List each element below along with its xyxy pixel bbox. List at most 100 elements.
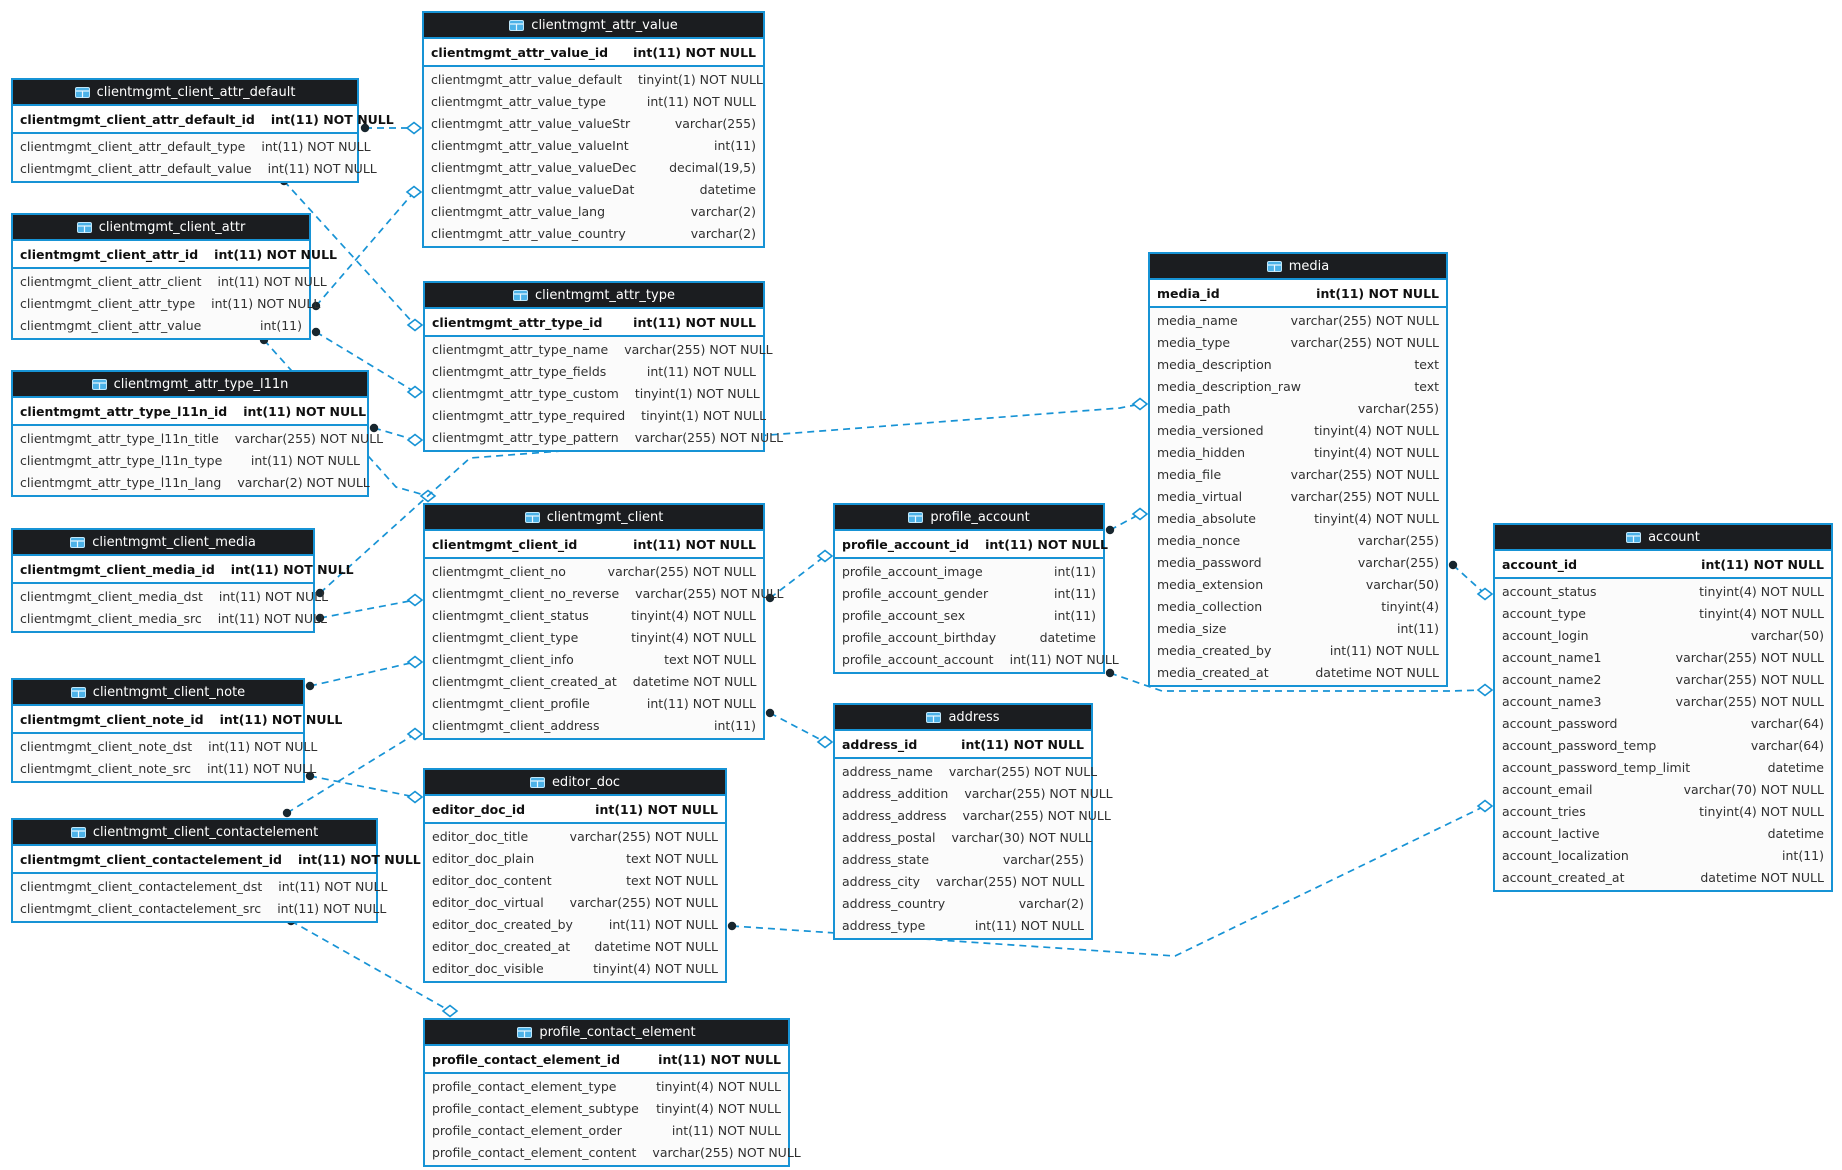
connector-clientmgmt_client_attr_default-to-clientmgmt_attr_value[interactable] — [360, 121, 423, 135]
connector-profile_account-to-account[interactable] — [1105, 668, 1494, 697]
connector-clientmgmt_client_contactelement-to-clientmgmt_client[interactable] — [282, 727, 424, 818]
relationship-line[interactable] — [1452, 564, 1486, 595]
relationship-line[interactable] — [315, 191, 415, 307]
relationship-line[interactable] — [1109, 513, 1141, 531]
relationship-line[interactable] — [1109, 672, 1486, 692]
connector-clientmgmt_client_media-to-clientmgmt_client[interactable] — [315, 593, 424, 623]
table-header[interactable]: clientmgmt_client_media — [13, 530, 313, 556]
table-header[interactable]: clientmgmt_client_contactelement — [13, 820, 376, 846]
relationship-line[interactable] — [286, 733, 416, 814]
relationship-line[interactable] — [283, 180, 416, 326]
table-clientmgmt_client_contactelement[interactable]: clientmgmt_client_contactelement clientmg… — [11, 818, 421, 923]
table-clientmgmt_client_attr_default[interactable]: clientmgmt_client_attr_default clientmgmt… — [11, 78, 394, 183]
connector-clientmgmt_attr_type_l11n-to-clientmgmt_attr_type[interactable] — [369, 423, 424, 447]
relationship-line[interactable] — [315, 331, 416, 393]
connector-clientmgmt_client-to-address[interactable] — [765, 708, 834, 749]
table-header[interactable]: account — [1495, 525, 1831, 551]
table-header[interactable]: profile_account — [835, 505, 1103, 531]
table-header[interactable]: editor_doc — [425, 770, 725, 796]
connector-clientmgmt_client_media-to-media[interactable] — [315, 397, 1149, 598]
connector-clientmgmt_client_attr-to-clientmgmt_attr_value[interactable] — [311, 185, 423, 311]
relationship-line[interactable] — [309, 775, 416, 798]
table-header[interactable]: clientmgmt_attr_type_l11n — [13, 372, 367, 398]
connector-clientmgmt_client_attr-to-clientmgmt_attr_type[interactable] — [311, 327, 424, 399]
table-header[interactable]: clientmgmt_client — [425, 505, 763, 531]
table-header[interactable]: media — [1150, 254, 1446, 280]
connector-clientmgmt_client_note-to-clientmgmt_client[interactable] — [305, 655, 424, 691]
table-header[interactable]: clientmgmt_client_attr_default — [13, 80, 357, 106]
table-header[interactable]: address — [835, 705, 1091, 731]
